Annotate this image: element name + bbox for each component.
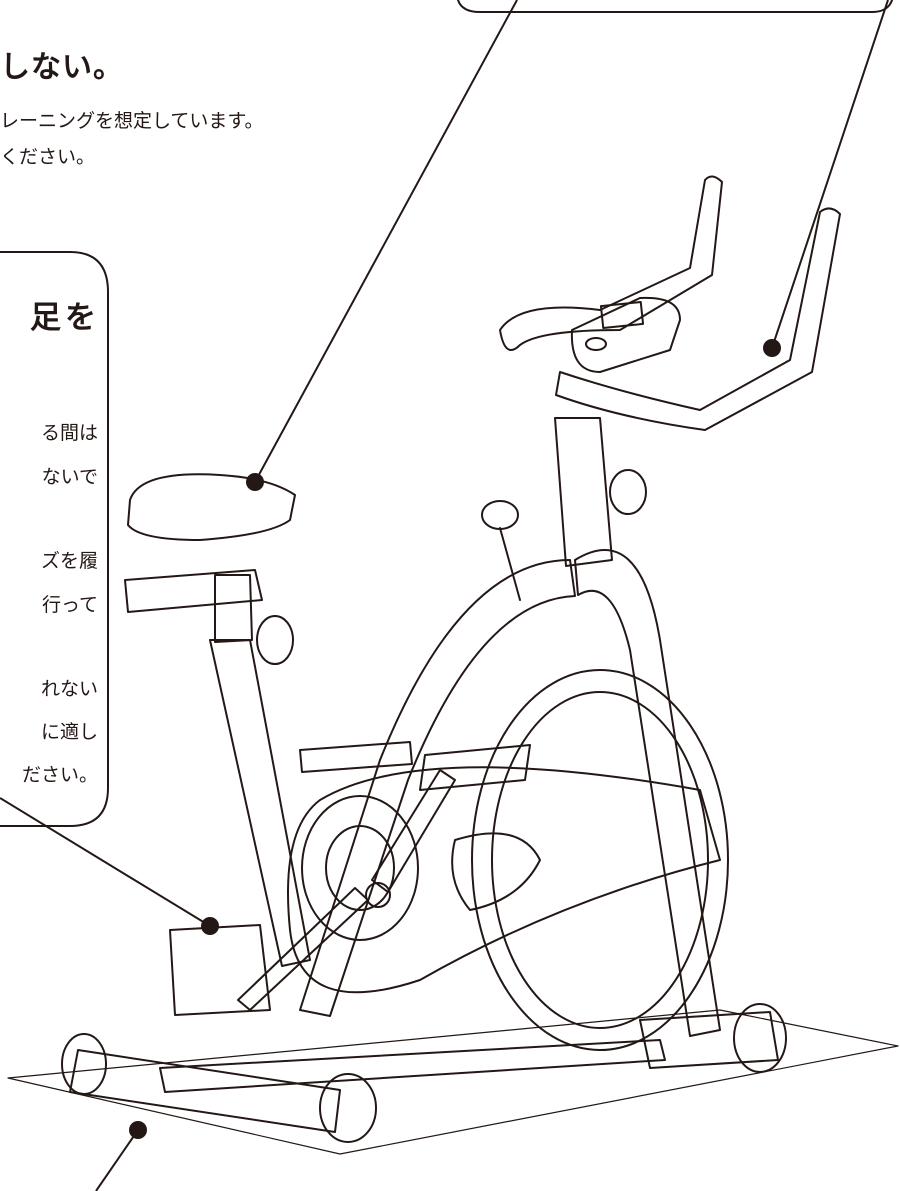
warning-line-2: ください。 [0,146,96,168]
caution-box-title: 足を [30,300,100,336]
caution-box-line: 行って [41,594,98,616]
callout-dot-handlebar [763,339,781,357]
callout-dot-pedal [201,917,219,935]
pedal-lower [169,924,271,1016]
base-rail [159,1039,666,1093]
callout-dot-seat [246,473,264,491]
seat-rail [124,569,263,613]
down-tube [299,559,576,1017]
floor-mat [7,1009,899,1155]
seat-post [214,574,253,643]
crossbar [299,741,413,773]
console-screen [599,300,645,330]
tension-shaft [499,527,521,601]
console-button [585,337,607,351]
seat [127,473,296,541]
handlebar-left [499,175,723,351]
seat-knob [256,615,294,665]
pedal-upper [419,744,531,791]
chain-guard [287,766,721,994]
crank-arm-upper [371,769,456,893]
leader-line-pedal [0,797,211,927]
crank-hub-outer [301,795,419,941]
flywheel-inner [491,691,709,1029]
caution-box-line: ださい。 [21,764,98,786]
leader-line-handlebar [771,0,889,349]
tension-knob [481,500,519,530]
guard-window [451,832,541,911]
callout-dot-stabilizer [129,1121,147,1139]
flywheel-outer [471,669,729,1051]
rear-foot-cap [733,1003,787,1073]
front-foot-cap-left [61,1033,107,1095]
caution-box-line: れない [40,678,98,700]
caution-box-line: ないで [41,466,98,488]
caution-box-line: る間は [40,422,98,444]
top-callout-box-edge [457,0,893,13]
front-foot-cap-right [319,1073,377,1143]
crank-arm-lower [237,887,369,1011]
handlebar-right [555,207,841,431]
leader-line-seat [254,0,518,483]
warning-title: しない。 [0,50,124,85]
left-callout-box-edge [0,251,109,827]
crank-hub-center [365,882,391,908]
head-tube [554,417,613,567]
warning-line-1: レーニングを想定しています。 [0,110,264,132]
leader-line-stabilizer [95,1129,139,1191]
console [570,296,681,373]
rear-stabilizer [639,1011,779,1069]
handlebar-knob [609,469,647,515]
caution-box-line: に適し [40,721,98,743]
front-stabilizer [69,1049,341,1133]
seat-tube [209,639,311,967]
caution-box-line: ズを履 [40,550,98,572]
crank-hub-inner [325,825,395,911]
